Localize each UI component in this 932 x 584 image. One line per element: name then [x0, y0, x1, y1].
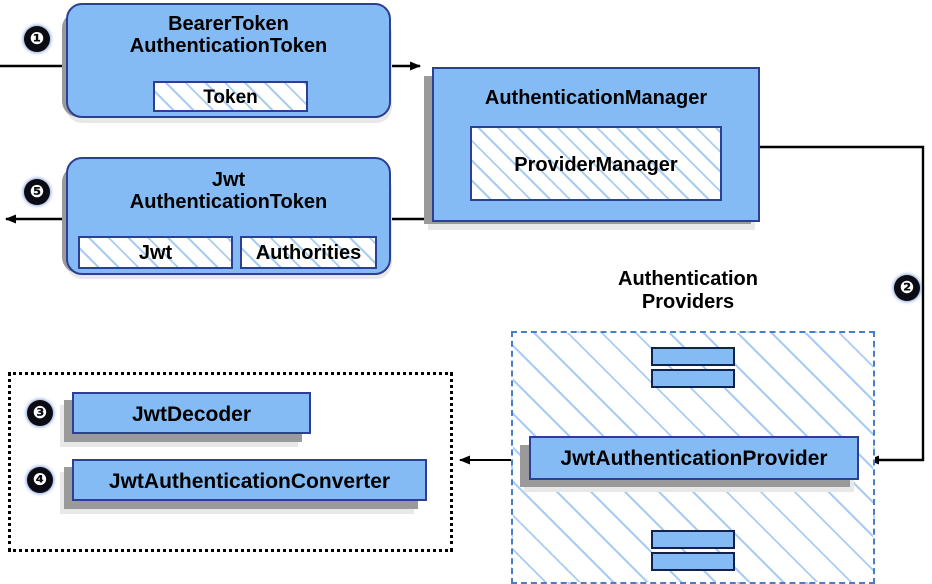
bearer-token-field-token-label: Token [203, 87, 258, 108]
jwt-authentication-converter-box[interactable]: JwtAuthenticationConverter [72, 459, 427, 501]
provider-stub-top-1[interactable] [651, 347, 735, 366]
provider-stub-top-2[interactable] [651, 369, 735, 388]
provider-manager-label: ProviderManager [514, 154, 678, 176]
jwt-authentication-token-title: Jwt AuthenticationToken [129, 169, 328, 214]
authentication-manager-title: AuthenticationManager [484, 87, 708, 109]
badge-step-1: ❶ [24, 26, 50, 52]
badge-step-4: ❹ [27, 467, 53, 493]
jwt-field-jwt-label: Jwt [138, 242, 173, 264]
badge-step-3: ❸ [27, 400, 53, 426]
jwt-authentication-token-box[interactable]: Jwt AuthenticationToken Jwt Authorities [66, 157, 391, 275]
jwt-authentication-converter-label: JwtAuthenticationConverter [108, 470, 391, 493]
jwt-field-jwt[interactable]: Jwt [78, 236, 233, 269]
authentication-manager-box[interactable]: AuthenticationManager ProviderManager [432, 67, 760, 222]
bearer-token-field-token[interactable]: Token [153, 81, 308, 112]
provider-stub-bottom-2[interactable] [651, 552, 735, 571]
provider-manager-box[interactable]: ProviderManager [470, 126, 722, 201]
jwt-authentication-provider-label: JwtAuthenticationProvider [560, 447, 828, 470]
badge-step-5: ❺ [24, 179, 50, 205]
bearer-token-authentication-token-box[interactable]: BearerToken AuthenticationToken Token [66, 3, 391, 118]
badge-step-2: ❷ [894, 275, 920, 301]
provider-stub-bottom-1[interactable] [651, 530, 735, 549]
jwt-field-authorities[interactable]: Authorities [240, 236, 377, 269]
jwt-decoder-label: JwtDecoder [131, 403, 252, 426]
jwt-decoder-box[interactable]: JwtDecoder [72, 392, 311, 434]
jwt-field-authorities-label: Authorities [255, 242, 362, 264]
bearer-token-title: BearerToken AuthenticationToken [129, 13, 328, 58]
authentication-providers-caption: Authentication Providers [618, 268, 758, 313]
jwt-authentication-provider-box[interactable]: JwtAuthenticationProvider [529, 436, 859, 480]
